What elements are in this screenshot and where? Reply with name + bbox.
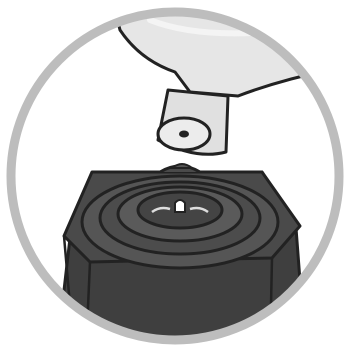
port-pin bbox=[175, 200, 185, 212]
nozzle-icon bbox=[158, 90, 228, 154]
nozzle-hole bbox=[179, 131, 189, 138]
